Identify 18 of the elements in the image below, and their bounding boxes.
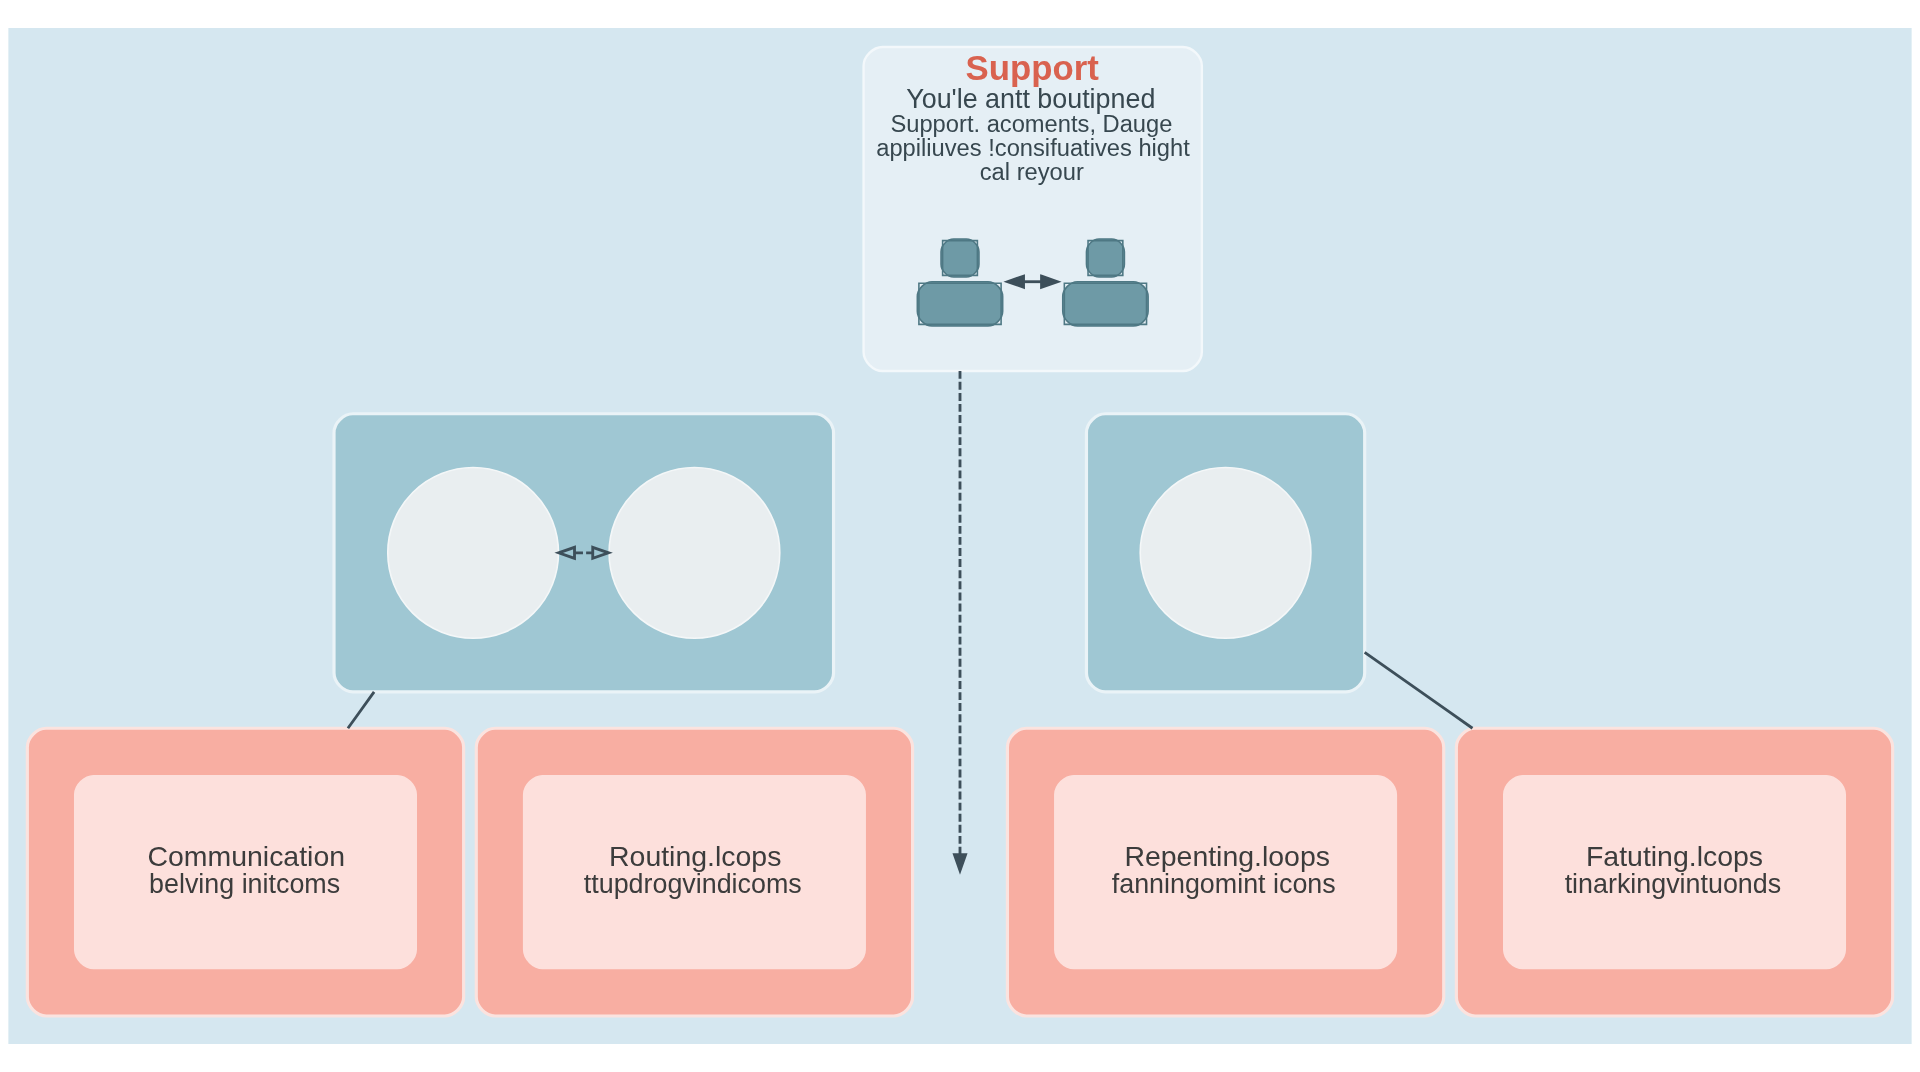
arrow — [952, 371, 968, 875]
connector — [346, 691, 376, 730]
node-circle — [608, 466, 781, 639]
cluster — [1084, 412, 1367, 694]
node-box: Routing.lcops ttupdrogvindicoms — [522, 774, 866, 970]
node-box: Fatuting.lcops tinarkingvintuonds — [1503, 774, 1847, 970]
arrow — [1003, 274, 1062, 290]
cluster — [1454, 726, 1895, 1018]
cluster: Support You'le antt boutipned Support. acoments, Dauge appiliuves !consifuatives hight cal reyour — [862, 45, 1204, 373]
node-box: Repenting.loops fanningomint icons — [1054, 774, 1398, 970]
arrow — [554, 545, 613, 561]
node-box: Communication belving initcoms — [73, 774, 417, 970]
cluster — [25, 726, 466, 1018]
node-circle — [386, 466, 560, 639]
cluster — [1005, 726, 1446, 1018]
node-circle — [1139, 466, 1312, 639]
cluster — [474, 726, 915, 1018]
connector — [1363, 651, 1474, 730]
